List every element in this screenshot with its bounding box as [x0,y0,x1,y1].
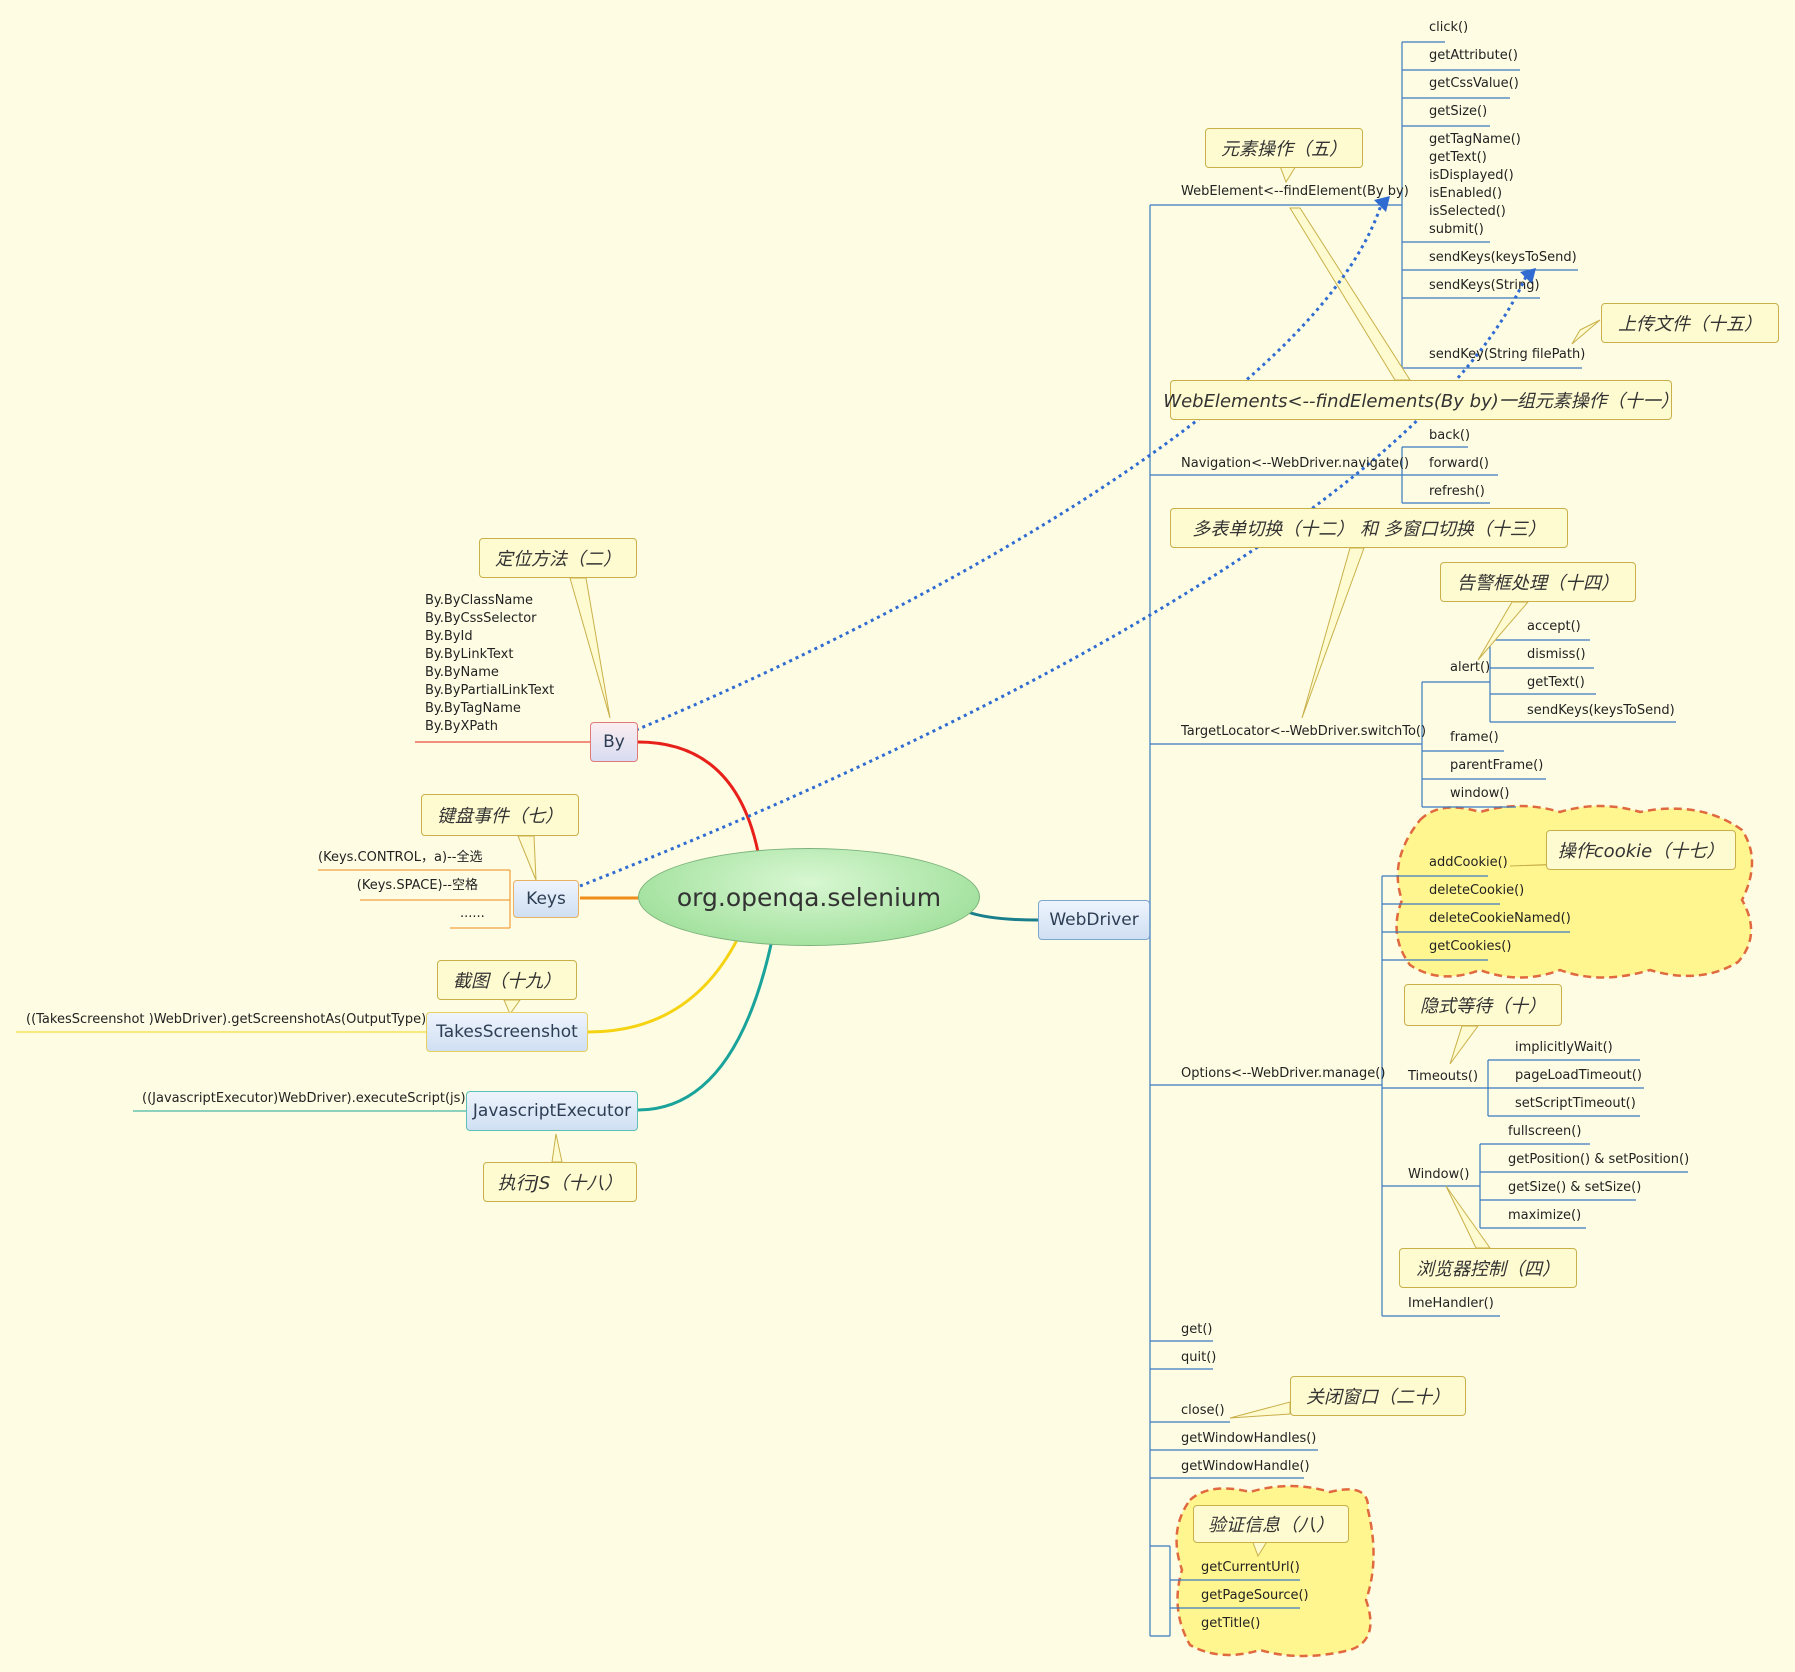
getcurrenturl-method[interactable]: getCurrentUrl() [1201,1560,1300,1575]
getcookies-method[interactable]: getCookies() [1429,939,1512,954]
accept-method[interactable]: accept() [1527,619,1581,634]
click-method[interactable]: click() [1429,20,1469,35]
window-node[interactable]: Window() [1408,1167,1470,1182]
implicitlywait-method[interactable]: implicitlyWait() [1515,1040,1613,1055]
callout-alert-handling: 告警框处理（十四） [1440,562,1636,602]
gettitle-method[interactable]: getTitle() [1201,1616,1261,1631]
options-node[interactable]: Options<--WebDriver.manage() [1181,1066,1386,1081]
callout-findelements: WebElements<--findElements(By by)一组元素操作（… [1163,380,1679,420]
screenshot-branch-line [587,937,740,1034]
pageloadtimeout-method[interactable]: pageLoadTimeout() [1515,1068,1642,1083]
callout-upload-file: 上传文件（十五） [1601,303,1779,343]
takesscreenshot-node[interactable]: TakesScreenshot [426,1012,588,1052]
quit-method[interactable]: quit() [1181,1350,1217,1365]
callout-locate-methods: 定位方法（二） [479,538,637,578]
sendkeys-string-method[interactable]: sendKeys(String) [1429,278,1540,293]
webdriver-branch-line [967,910,1039,922]
dismiss-method[interactable]: dismiss() [1527,647,1586,662]
by-locators-list: By.ByClassName By.ByCssSelector By.ById … [425,593,555,734]
setscripttimeout-method[interactable]: setScriptTimeout() [1515,1096,1636,1111]
getpagesource-method[interactable]: getPageSource() [1201,1588,1309,1603]
js-branch-line [637,939,774,1112]
sendkeys-method[interactable]: sendKeys(keysToSend) [1429,250,1577,265]
addcookie-method[interactable]: addCookie() [1429,855,1508,870]
callout-keyboard-events: 键盘事件（七） [421,794,579,836]
getcssvalue-method[interactable]: getCssValue() [1429,76,1519,91]
size-method[interactable]: getSize() & setSize() [1508,1180,1642,1195]
navigation-node[interactable]: Navigation<--WebDriver.navigate() [1181,456,1410,471]
fullscreen-method[interactable]: fullscreen() [1508,1124,1582,1139]
callout-element-ops: 元素操作（五） [1205,128,1363,168]
javascriptexecutor-node[interactable]: JavascriptExecutor [466,1091,638,1131]
alert-sendkeys-method[interactable]: sendKeys(keysToSend) [1527,703,1675,718]
keys-item-2: (Keys.SPACE)--空格 [356,878,478,893]
window-switch-method[interactable]: window() [1450,786,1510,801]
targetlocator-node[interactable]: TargetLocator<--WebDriver.switchTo() [1181,724,1427,739]
screenshot-method: ((TakesScreenshot )WebDriver).getScreens… [26,1012,427,1027]
get-method[interactable]: get() [1181,1322,1213,1337]
callout-verify-info: 验证信息（八） [1193,1505,1349,1543]
alert-gettext-method[interactable]: getText() [1527,675,1585,690]
keys-item-3: ...... [460,906,485,921]
callout-screenshot: 截图（十九） [437,960,577,1000]
by-to-webelement-link [635,201,1384,732]
getwindowhandles-method[interactable]: getWindowHandles() [1181,1431,1317,1446]
deletecookie-method[interactable]: deleteCookie() [1429,883,1525,898]
timeouts-node[interactable]: Timeouts() [1408,1069,1479,1084]
element-state-methods[interactable]: getTagName() getText() isDisplayed() isE… [1429,132,1521,237]
getattribute-method[interactable]: getAttribute() [1429,48,1518,63]
sendkey-filepath-method[interactable]: sendKey(String filePath) [1429,347,1586,362]
executescript-method: ((JavascriptExecutor)WebDriver).executeS… [142,1091,466,1106]
parentframe-method[interactable]: parentFrame() [1450,758,1544,773]
callout-execute-js: 执行JS（十八） [483,1162,637,1202]
callout-implicit-wait: 隐式等待（十） [1404,984,1562,1026]
frame-method[interactable]: frame() [1450,730,1499,745]
callout-close-window: 关闭窗口（二十） [1290,1376,1466,1416]
position-method[interactable]: getPosition() & setPosition() [1508,1152,1690,1167]
keys-item-1: (Keys.CONTROL，a)--全选 [318,850,483,865]
alert-method[interactable]: alert() [1450,660,1491,675]
forward-method[interactable]: forward() [1429,456,1489,471]
imehandler-node[interactable]: ImeHandler() [1408,1296,1494,1311]
webdriver-node[interactable]: WebDriver [1038,900,1150,940]
webelement-node[interactable]: WebElement<--findElement(By by) [1181,184,1409,199]
back-method[interactable]: back() [1429,428,1471,443]
refresh-method[interactable]: refresh() [1429,484,1485,499]
close-method[interactable]: close() [1181,1403,1225,1418]
deletecookienamed-method[interactable]: deleteCookieNamed() [1429,911,1571,926]
keys-node[interactable]: Keys [513,880,579,918]
callout-frame-window-switch: 多表单切换（十二） 和 多窗口切换（十三） [1170,508,1568,548]
maximize-method[interactable]: maximize() [1508,1208,1582,1223]
callout-cookie-ops: 操作cookie（十七） [1546,830,1736,870]
by-node[interactable]: By [590,722,638,762]
getwindowhandle-method[interactable]: getWindowHandle() [1181,1459,1310,1474]
by-branch-line [637,740,760,853]
central-topic[interactable]: org.openqa.selenium [638,848,980,946]
callout-browser-control: 浏览器控制（四） [1399,1248,1577,1288]
getsize-method[interactable]: getSize() [1429,104,1488,119]
